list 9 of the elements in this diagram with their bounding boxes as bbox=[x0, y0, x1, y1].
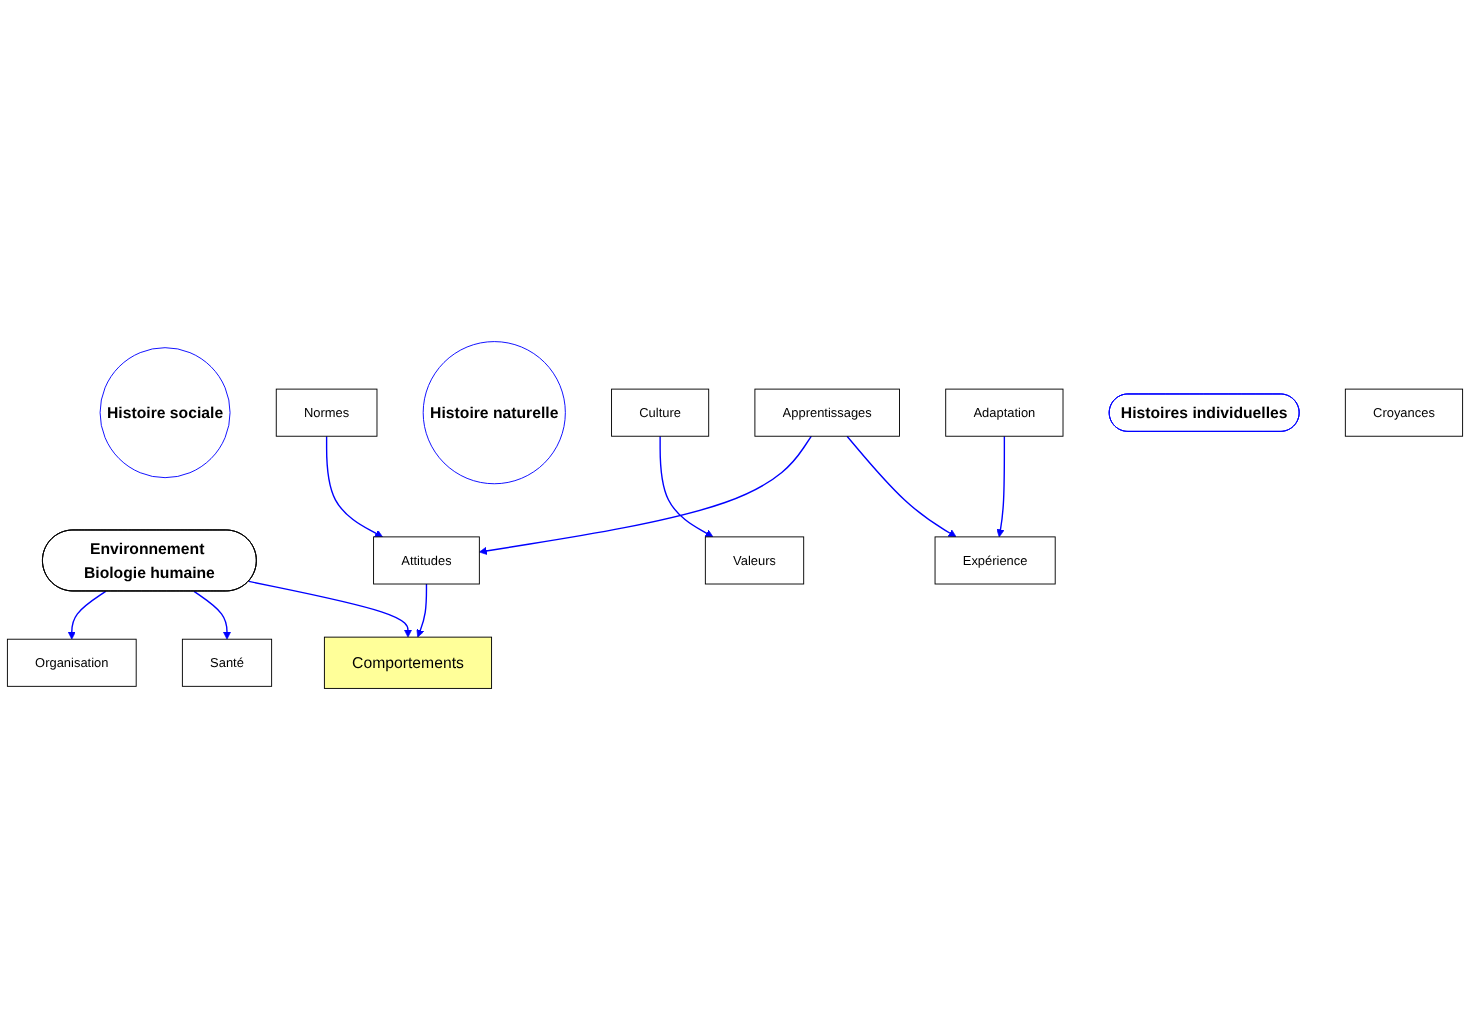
arrow bbox=[193, 590, 232, 640]
arrow bbox=[996, 435, 1006, 538]
arrow bbox=[67, 590, 107, 640]
arrow bbox=[325, 435, 383, 538]
arrow bbox=[248, 580, 413, 638]
arrow bbox=[659, 435, 714, 538]
arrow bbox=[846, 435, 957, 538]
arrow bbox=[416, 583, 428, 638]
arrow bbox=[479, 435, 813, 555]
